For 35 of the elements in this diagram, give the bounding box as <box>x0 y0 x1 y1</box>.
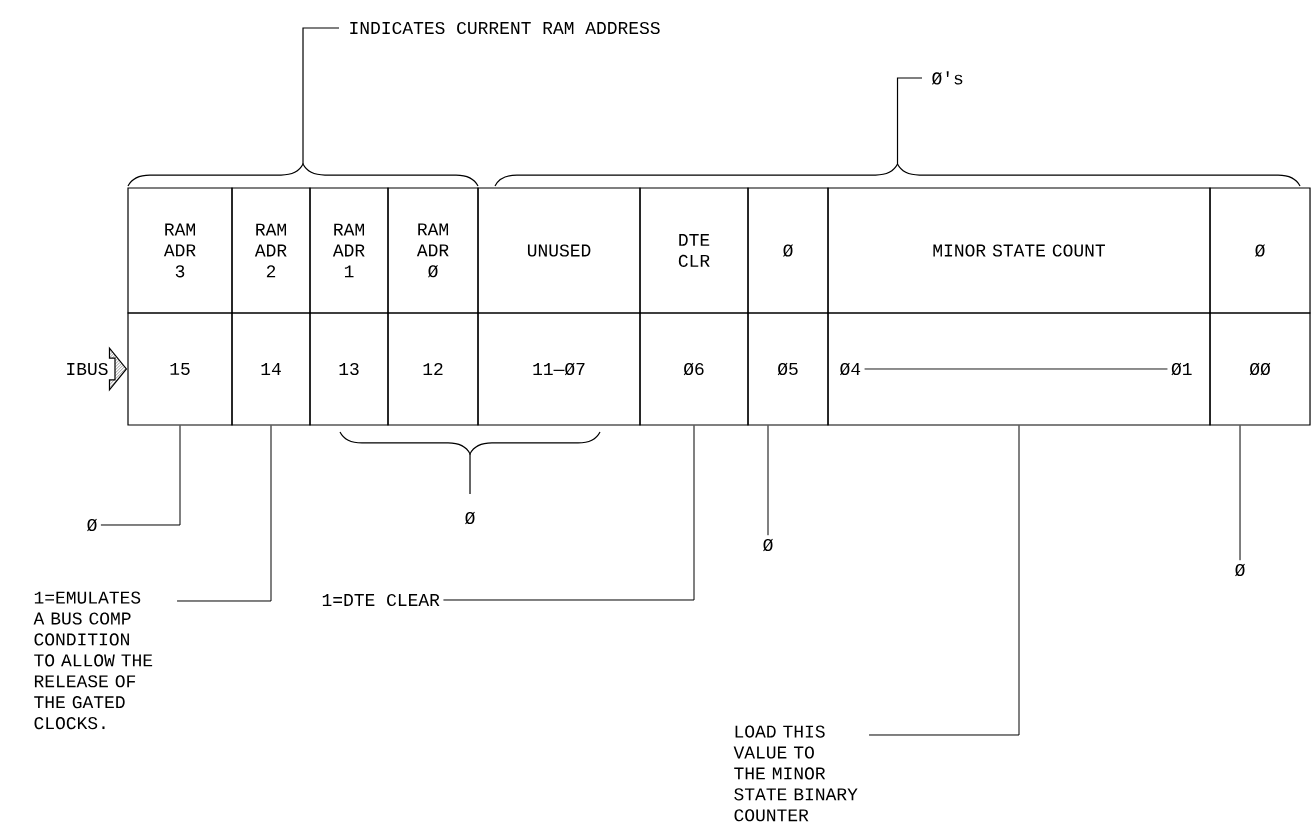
leader-line <box>767 425 769 536</box>
bit-number-cell: Ø4 Ø1 <box>827 312 1211 426</box>
leader-note: Ø <box>87 518 97 532</box>
leader-note: 1=DTE CLEAR <box>322 593 440 607</box>
leader-line <box>100 425 181 526</box>
bit-number-cell: 13 <box>309 312 389 426</box>
leader-line <box>176 425 272 602</box>
bit-number-cell: 14 <box>231 312 311 426</box>
leader-line <box>868 425 1020 736</box>
field-name-cell: UNUSED <box>477 187 641 314</box>
field-name-cell: DTE CLR <box>639 187 749 314</box>
bracket-label: Ø <box>465 511 475 525</box>
leader-note: Ø <box>763 538 773 552</box>
leader-line <box>442 425 695 601</box>
leader-note: LOAD THIS VALUE TO THE MINOR STATE BINARY COUNTER <box>733 725 858 822</box>
field-name-cell: RAM ADR Ø <box>387 187 479 314</box>
field-name-cell: Ø <box>747 187 829 314</box>
field-name-cell: Ø <box>1209 187 1311 314</box>
leader-note: Ø <box>1235 563 1245 577</box>
field-name-cell: RAM ADR 2 <box>231 187 311 314</box>
bit-number-cell: ØØ <box>1209 312 1311 426</box>
bracket-label: INDICATES CURRENT RAM ADDRESS <box>350 21 660 35</box>
bit-number-cell: 12 <box>387 312 479 426</box>
bit-number-cell: 15 <box>127 312 233 426</box>
bracket-label: Ø's <box>932 71 963 85</box>
bit-number-cell: Ø5 <box>747 312 829 426</box>
bus-arrow <box>108 346 128 392</box>
bus-label: IBUS <box>67 362 108 376</box>
leader-note: 1=EMULATES A BUS COMP CONDITION TO ALLOW THE RELEASE OF THE GATED CLOCKS. <box>33 591 153 730</box>
field-name-cell: RAM ADR 1 <box>309 187 389 314</box>
field-name-cell: MINOR STATE COUNT <box>827 187 1211 314</box>
bit-number-cell: 11—Ø7 <box>477 312 641 426</box>
bit-number-cell: Ø6 <box>639 312 749 426</box>
leader-line <box>1239 425 1241 561</box>
field-name-cell: RAM ADR 3 <box>127 187 233 314</box>
